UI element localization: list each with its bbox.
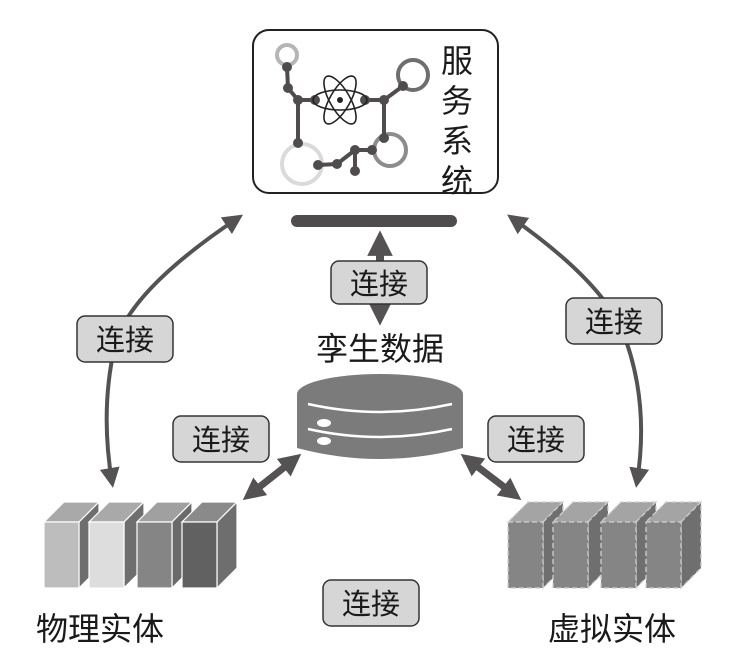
connection-label-right-arc: 连接 xyxy=(565,297,663,345)
connection-label-left-arc: 连接 xyxy=(76,315,174,363)
service-system-label-char-4: 统 xyxy=(441,162,473,200)
connection-label-right-arc-text: 连接 xyxy=(585,305,643,339)
arrow-left-diagonal xyxy=(242,453,302,501)
connection-label-top-text: 连接 xyxy=(350,267,408,301)
connection-label-left-diag-text: 连接 xyxy=(192,423,250,457)
twin-data-label: 孪生数据 xyxy=(316,330,444,368)
connection-label-bottom-text: 连接 xyxy=(342,587,400,621)
connection-label-top: 连接 xyxy=(330,260,428,305)
connection-label-left-arc-text: 连接 xyxy=(96,323,154,357)
physical-entity-label: 物理实体 xyxy=(36,610,164,648)
virtual-cube-4 xyxy=(644,500,703,590)
connection-label-right-diag: 连接 xyxy=(487,415,585,463)
physical-cube-3 xyxy=(135,500,194,590)
physical-cube-4 xyxy=(180,500,239,590)
service-system-label-char-3: 系 xyxy=(441,122,473,160)
connection-label-bottom: 连接 xyxy=(322,579,420,627)
arrow-right-diagonal xyxy=(460,453,522,501)
service-system-frame xyxy=(252,29,499,194)
monitor-stand xyxy=(291,215,457,227)
service-system-label-char-1: 服 xyxy=(441,42,473,80)
service-system: 服 务 系 统 xyxy=(252,29,499,227)
virtual-entity-cubes xyxy=(506,500,703,590)
database-icon xyxy=(297,374,463,459)
connection-label-right-diag-text: 连接 xyxy=(507,423,565,457)
network-nodes xyxy=(282,62,408,176)
virtual-cube-2 xyxy=(551,500,610,590)
physical-cube-2 xyxy=(87,500,146,590)
connection-label-left-diag: 连接 xyxy=(172,415,270,463)
service-system-label-char-2: 务 xyxy=(441,82,473,120)
atom-icon xyxy=(312,75,368,125)
virtual-entity-label: 虚拟实体 xyxy=(548,610,676,648)
physical-entity-cubes xyxy=(42,500,239,590)
